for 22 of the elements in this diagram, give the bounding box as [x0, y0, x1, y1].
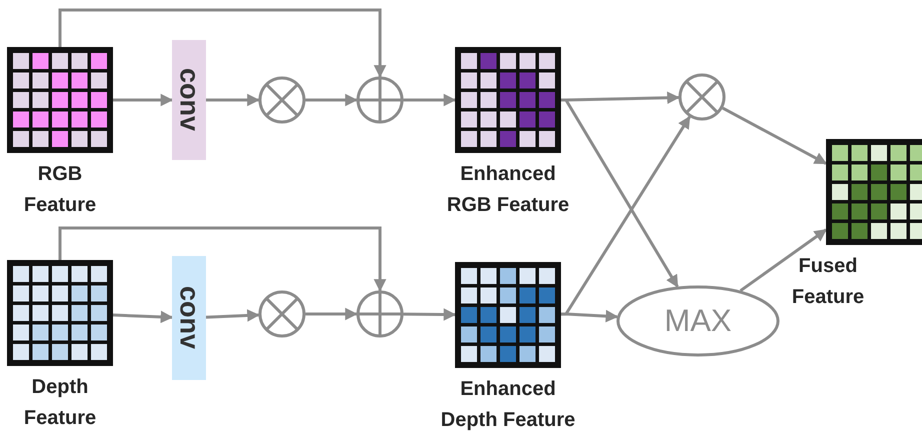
arrow: [206, 309, 260, 322]
arrow: [306, 94, 358, 106]
arrow: [560, 310, 618, 322]
feature-label: Depth Feature: [22, 375, 98, 431]
feature-label: Enhanced Depth Feature: [440, 377, 576, 433]
arrow: [403, 308, 456, 321]
arrow: [112, 310, 174, 324]
feature-label: Fused Feature: [790, 254, 866, 310]
arrow: [740, 228, 828, 292]
conv-layer-box: conv: [172, 40, 206, 160]
arrow: [404, 94, 456, 106]
operator-label: MAX: [663, 304, 733, 338]
arrow: [722, 106, 828, 165]
arrow: [206, 94, 260, 106]
arrow: [113, 94, 174, 106]
feature-label: Enhanced RGB Feature: [446, 162, 570, 218]
feature-label: RGB Feature: [22, 162, 98, 218]
arrow: [58, 226, 386, 292]
conv-layer-box: conv: [172, 256, 206, 380]
arrow: [58, 8, 386, 78]
arrow: [306, 308, 358, 320]
arrow: [561, 98, 679, 288]
